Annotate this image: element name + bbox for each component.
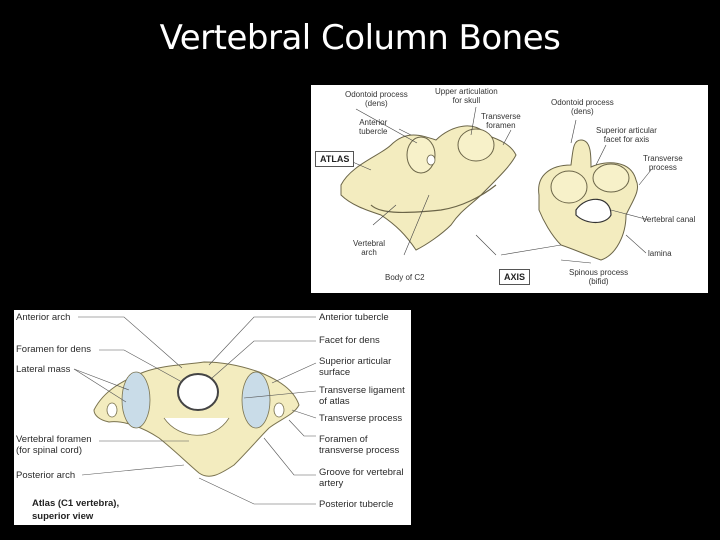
label-foramen-for-dens: Foramen for dens	[16, 344, 91, 355]
label-body-c2: Body of C2	[385, 273, 425, 282]
label-upper-articulation: Upper articulation for skull	[435, 87, 498, 105]
label-superior-articular-surface: Superior articular surface	[319, 356, 392, 378]
label-vertebral-arch: Vertebral arch	[353, 239, 386, 257]
slide-title: Vertebral Column Bones	[159, 18, 561, 58]
label-transverse-process: Transverse process	[643, 154, 683, 172]
atlas-superior-illustration	[73, 316, 317, 505]
label-transverse-process-bottom: Transverse process	[319, 413, 403, 424]
label-atlas-odontoid: Odontoid process (dens)	[345, 90, 408, 108]
axis-box-label: AXIS	[499, 269, 531, 285]
label-vertebral-canal: Vertebral canal	[642, 215, 696, 224]
label-posterior-tubercle: Posterior tubercle	[319, 499, 394, 510]
label-transverse-foramen: Transverse foramen	[481, 112, 521, 130]
label-facet-for-dens: Facet for dens	[319, 335, 380, 346]
label-anterior-tubercle: Anterior tubercle	[319, 312, 389, 323]
label-vertebral-foramen: Vertebral foramen (for spinal cord)	[16, 434, 92, 456]
label-spinous-process: Spinous process (bifid)	[569, 268, 629, 286]
label-groove-vertebral-artery: Groove for vertebral artery	[319, 467, 404, 489]
atlas-axis-figure: Odontoid process (dens) Upper articulati…	[311, 85, 708, 293]
label-anterior-arch: Anterior arch	[16, 312, 71, 323]
label-axis-odontoid: Odontoid process (dens)	[551, 98, 614, 116]
atlas-axis-illustration	[340, 106, 652, 264]
label-posterior-arch: Posterior arch	[16, 470, 76, 481]
label-transverse-ligament: Transverse ligament of atlas	[319, 385, 405, 407]
label-foramen-transverse-process: Foramen of transverse process	[319, 434, 400, 456]
label-lamina: lamina	[648, 249, 672, 258]
label-superior-facet: Superior articular facet for axis	[596, 126, 657, 144]
label-lateral-mass: Lateral mass	[16, 364, 71, 375]
figure-caption: Atlas (C1 vertebra), superior view	[32, 498, 120, 522]
atlas-superior-view-figure: Anterior arch Foramen for dens Lateral m…	[14, 310, 411, 525]
atlas-box-label: ATLAS	[315, 151, 355, 167]
label-anterior-tubercle: Anterior tubercle	[359, 118, 388, 136]
